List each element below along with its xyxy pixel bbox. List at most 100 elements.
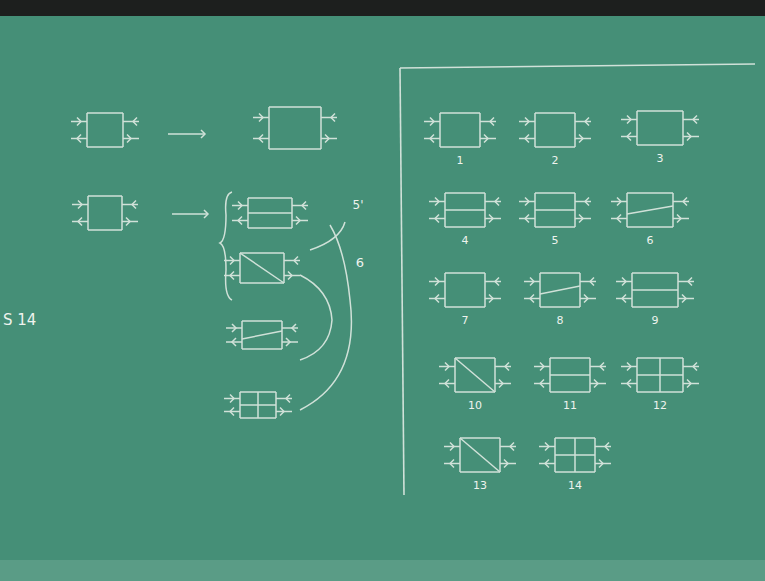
internal-line (240, 253, 284, 283)
arrow-head (579, 135, 583, 143)
callout-number: 9 (652, 315, 659, 326)
panel-top-line (400, 64, 755, 68)
arrow-head (292, 324, 296, 332)
arrow-head (585, 198, 589, 206)
arrow-head (600, 363, 604, 371)
callout-number: 3 (657, 153, 664, 164)
arrow-head (585, 118, 589, 126)
internal-line (632, 289, 678, 291)
arrow-head (286, 338, 290, 346)
arrow-head (599, 460, 603, 468)
loop-box (555, 438, 595, 472)
arrow-head (132, 201, 136, 209)
arrow-head (687, 133, 691, 141)
loop-box (637, 358, 683, 392)
callout-number: 12 (653, 400, 667, 411)
arrow-head (688, 278, 692, 286)
external-leg (284, 261, 300, 276)
arrow-head (450, 443, 454, 451)
arrow-head (510, 443, 514, 451)
arrow-head (232, 338, 236, 346)
arrow-head (230, 257, 234, 265)
loop-box (455, 358, 495, 392)
loop-box (445, 193, 485, 227)
internal-line (540, 286, 580, 294)
loop-box (269, 107, 321, 149)
curved-arrow (300, 275, 332, 360)
arrow-head (288, 272, 292, 280)
arrow-head (627, 133, 631, 141)
arrow-head (230, 408, 234, 416)
arrow-head (325, 135, 329, 143)
arrow-head (693, 116, 697, 124)
arrow-head (430, 118, 434, 126)
arrow-head (445, 380, 449, 388)
chalk-tray (0, 560, 765, 581)
arrow-head (525, 135, 529, 143)
arrow-head (435, 198, 439, 206)
arrow-head (450, 460, 454, 468)
box-diagrams (71, 107, 699, 472)
callout-number: 8 (557, 315, 564, 326)
arrow-head (127, 135, 131, 143)
arrow-head (590, 278, 594, 286)
arrow-head (259, 114, 263, 122)
callout-number: 11 (563, 400, 577, 411)
arrow-head (525, 215, 529, 223)
internal-line (242, 331, 282, 339)
arrow-head (331, 114, 335, 122)
arrow-line (168, 133, 205, 135)
internal-line (574, 438, 576, 472)
loop-box (637, 111, 683, 145)
arrow-head (617, 198, 621, 206)
arrow-head (201, 130, 205, 138)
internal-line (460, 438, 500, 472)
external-leg (292, 206, 308, 221)
external-leg (253, 118, 269, 139)
arrow-head (579, 215, 583, 223)
callout-number: 13 (473, 480, 487, 491)
arrow-head (126, 218, 130, 226)
arrow-head (232, 324, 236, 332)
arrow-head (294, 257, 298, 265)
arrow-head (77, 118, 81, 126)
arrow-head (280, 408, 284, 416)
internal-line (659, 358, 661, 392)
arrow-head (627, 363, 631, 371)
loop-box (535, 193, 575, 227)
brace (220, 192, 232, 300)
internal-line (455, 358, 495, 392)
callout-number: 10 (468, 400, 482, 411)
arrow-head (677, 215, 681, 223)
callout-number: 2 (552, 155, 559, 166)
loop-box (550, 358, 590, 392)
callout-number: 1 (457, 155, 464, 166)
loop-box (248, 198, 292, 228)
arrow-head (627, 380, 631, 388)
arrow-head (435, 215, 439, 223)
arrow-head (687, 380, 691, 388)
callout-number: 7 (462, 315, 469, 326)
arrow-head (627, 116, 631, 124)
arrow-head (540, 363, 544, 371)
loop-box (445, 273, 485, 307)
loop-box (242, 321, 282, 349)
loop-box (440, 113, 480, 147)
arrow-head (204, 210, 208, 218)
board-frame (0, 0, 765, 16)
arrow-head (77, 135, 81, 143)
panel-border (400, 64, 755, 495)
page-note: S 14 (3, 313, 36, 328)
external-leg (282, 328, 298, 342)
loop-box (88, 196, 122, 230)
internal-line (248, 212, 292, 214)
arrow-head (545, 460, 549, 468)
arrow-head (525, 198, 529, 206)
arrow-head (693, 363, 697, 371)
arrow-head (230, 272, 234, 280)
arrow-head (78, 201, 82, 209)
arrow-head (430, 135, 434, 143)
arrow-line (172, 213, 208, 215)
arrow-head (525, 118, 529, 126)
panel-side-line (400, 68, 404, 495)
